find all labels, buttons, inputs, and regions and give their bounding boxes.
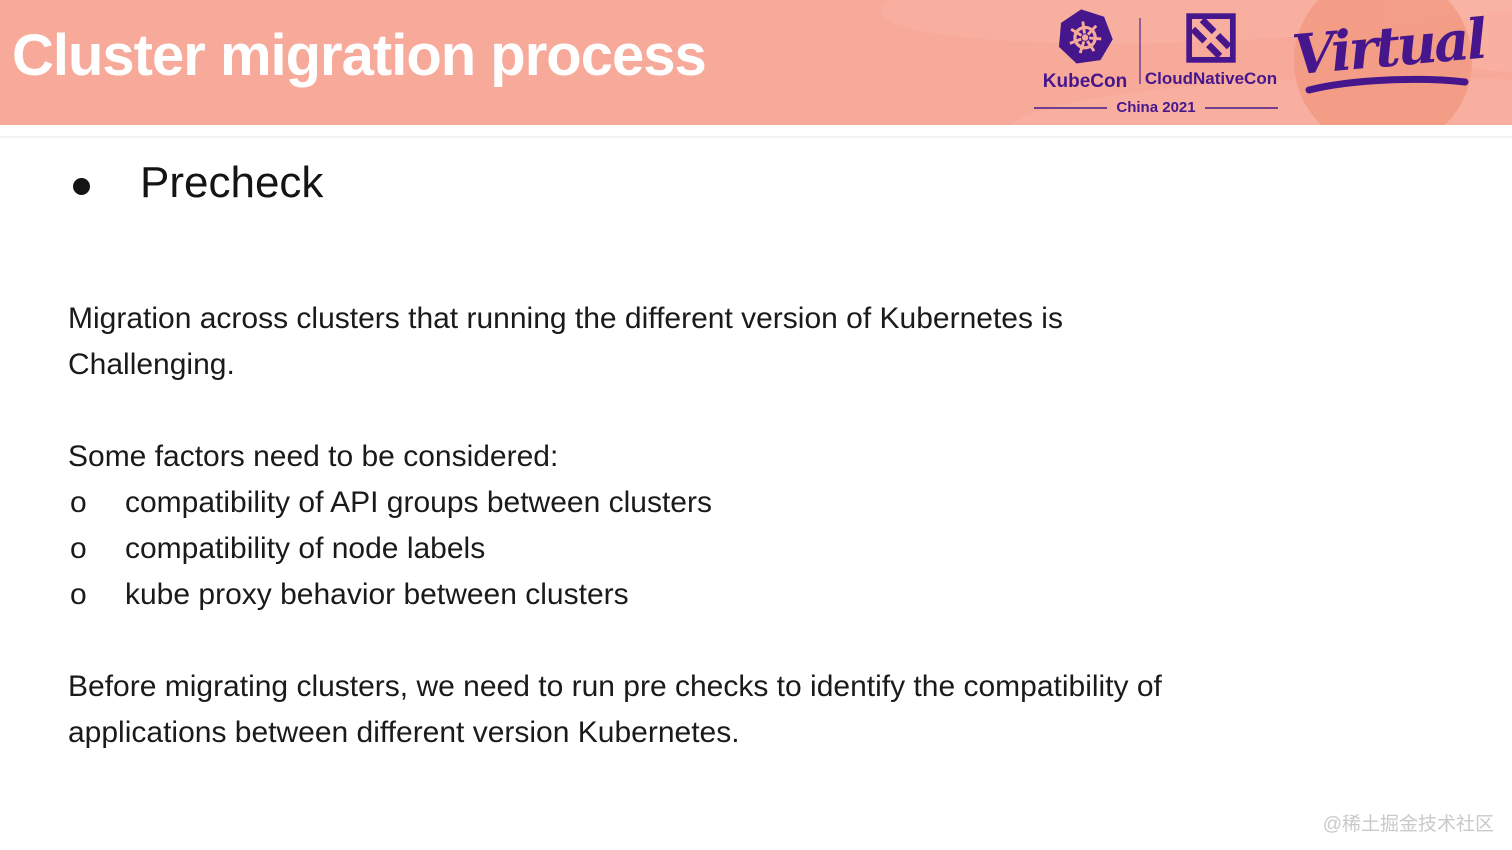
bullet-dot-icon <box>73 177 90 195</box>
factors-intro-line: Some factors need to be considered: <box>68 440 559 473</box>
precheck-heading: Precheck <box>73 158 323 208</box>
virtual-underline-swoosh-icon <box>1305 75 1469 94</box>
event-edition-label: China 2021 <box>1116 99 1196 116</box>
paragraph-line: Before migrating clusters, we need to ru… <box>68 670 1162 703</box>
cloudnativecon-label: CloudNativeCon <box>1144 69 1278 88</box>
factor-item: o compatibility of node labels <box>68 526 1468 572</box>
kubecon-label: KubeCon <box>1042 71 1128 92</box>
factor-item: o kube proxy behavior between clusters <box>68 572 1468 618</box>
circle-bullet-icon: o <box>70 578 87 611</box>
factor-item-text: compatibility of node labels <box>125 532 486 565</box>
precheck-heading-text: Precheck <box>140 158 324 207</box>
edition-left-rule <box>1034 106 1108 109</box>
blank-line <box>68 618 1468 664</box>
header-bottom-rule <box>0 136 1512 138</box>
virtual-circle-decoration <box>1294 0 1472 125</box>
circle-bullet-icon: o <box>70 486 87 519</box>
paragraph-line: applications between different version K… <box>68 716 740 749</box>
circle-bullet-icon: o <box>70 532 87 565</box>
paragraph-line: Challenging. <box>68 348 235 381</box>
watermark: @稀土掘金技术社区 <box>1322 814 1494 835</box>
factor-item: o compatibility of API groups between cl… <box>68 480 1468 526</box>
kubecon-helm-icon <box>1058 9 1113 64</box>
blank-line <box>68 388 1468 434</box>
virtual-wordmark: Virtual <box>1290 6 1487 95</box>
page-title: Cluster migration process <box>12 23 707 88</box>
event-edition-row: China 2021 <box>1028 99 1284 116</box>
cloudnativecon-logo: CloudNativeCon <box>1143 8 1279 89</box>
factor-item-text: compatibility of API groups between clus… <box>125 486 712 519</box>
factor-item-text: kube proxy behavior between clusters <box>125 578 629 611</box>
slide-text-block: Migration across clusters that running t… <box>68 296 1468 756</box>
kubecon-logo: KubeCon <box>1033 8 1137 93</box>
event-logo-lockup: KubeCon CloudNativeCon <box>1028 0 1284 116</box>
virtual-script-text: Virtual <box>1289 5 1487 88</box>
cloudnativecon-square-icon <box>1186 13 1236 63</box>
paragraph-line: Migration across clusters that running t… <box>68 302 1063 335</box>
logo-divider <box>1139 18 1141 84</box>
slide-header: Cluster migration process <box>0 0 1512 125</box>
edition-right-rule <box>1204 106 1278 109</box>
